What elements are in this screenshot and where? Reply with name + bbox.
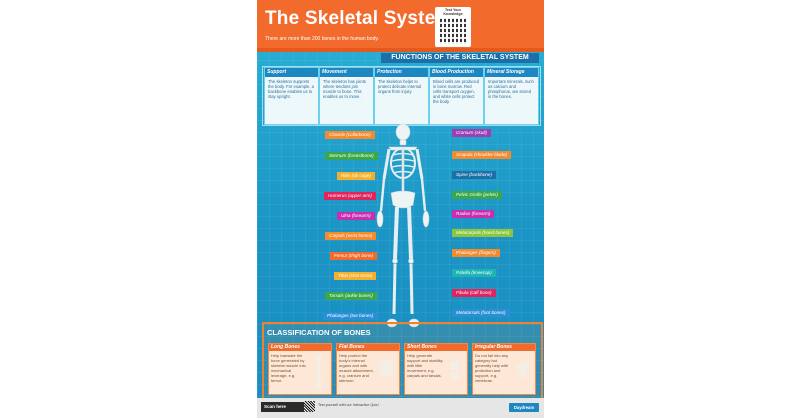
long-bone-icon: [316, 355, 322, 389]
header-stripe: [257, 48, 544, 52]
poster: The Skeletal System There are more than …: [257, 0, 544, 418]
header: The Skeletal System There are more than …: [257, 0, 544, 48]
bone-label: Clavicle (collarbone): [325, 131, 375, 139]
classification-card-text: Help translate the force generated by sk…: [271, 353, 306, 383]
classification-card: Flat Bones Help protect the body's inter…: [336, 343, 400, 395]
function-card: Support The skeleton supports the body. …: [264, 67, 319, 125]
short-bone-icon: [450, 362, 459, 379]
irregular-bone-icon: [517, 362, 529, 380]
functions-title: FUNCTIONS OF THE SKELETAL SYSTEM: [381, 53, 539, 63]
function-card: Blood Production Blood cells are produce…: [429, 67, 484, 125]
classification-card-title: Long Bones: [269, 344, 331, 351]
bone-label: Tarsals (ankle bones): [325, 292, 377, 300]
footer: Scan here Test yourself with our Interac…: [257, 398, 544, 418]
bone-label: Radius (forearm): [452, 210, 495, 218]
poster-subtitle: There are more than 200 bones in the hum…: [265, 36, 379, 42]
bone-label: Carpals (wrist bones): [325, 232, 377, 240]
bone-label: Humerus (upper arm): [324, 192, 376, 200]
function-text: The skeleton helps to protect delicate i…: [378, 79, 422, 94]
poster-title: The Skeletal System: [265, 8, 453, 29]
bone-label: Patella (kneecap): [452, 269, 496, 277]
classification-card-text: Help protect the body's internal organs …: [339, 353, 374, 383]
bone-label: Fibula (calf bone): [452, 289, 496, 297]
bone-label: Phalanges (toe bones): [323, 312, 378, 320]
function-text: Important minerals, such as calcium and …: [488, 79, 534, 99]
classification-title: CLASSIFICATION OF BONES: [267, 328, 371, 337]
classification-card: Irregular Bones Do not fall into any cat…: [472, 343, 536, 395]
bone-label: Pelvic Girdle (pelvis): [452, 191, 502, 199]
function-title: Mineral Storage: [485, 68, 538, 77]
bone-label: Ulna (forearm): [337, 212, 375, 220]
classification-card-title: Irregular Bones: [473, 344, 535, 351]
classification-card-text: Do not fall into any category but genera…: [475, 353, 509, 383]
qr-code-pattern: [440, 18, 466, 44]
qr-label: Test Your Knowledge: [443, 8, 463, 16]
scan-here-button[interactable]: Scan here: [261, 402, 304, 412]
classification-card-title: Short Bones: [405, 344, 467, 351]
classification-card: Long Bones Help translate the force gene…: [268, 343, 332, 395]
classification-card-title: Flat Bones: [337, 344, 399, 351]
function-text: Blood cells are produced in bone marrow.…: [433, 79, 480, 104]
bone-label: Phalanges (fingers): [452, 249, 500, 257]
function-card: Mineral Storage Important minerals, such…: [484, 67, 539, 125]
function-card: Protection The skeleton helps to protect…: [374, 67, 429, 125]
bone-label: Ribs (rib cage): [337, 172, 375, 180]
skeleton-illustration: [376, 123, 430, 328]
function-title: Protection: [375, 68, 428, 77]
functions-row: Support The skeleton supports the body. …: [262, 66, 541, 126]
qr-code-box[interactable]: Test Your Knowledge: [435, 7, 471, 47]
classification-card-text: Help generate support and stability with…: [407, 353, 443, 378]
function-text: The skeleton supports the body. For exam…: [268, 79, 315, 99]
classification-panel: CLASSIFICATION OF BONES Long Bones Help …: [262, 322, 543, 400]
bone-label: Spine (backbone): [452, 171, 497, 179]
bone-label: Scapula (shoulder blade): [452, 151, 512, 159]
brand-logo: Daydream: [509, 403, 539, 412]
function-text: The skeleton has joints where tendons jo…: [323, 79, 366, 99]
footer-qr-icon[interactable]: [304, 401, 315, 412]
bone-label: Femur (thigh bone): [330, 252, 378, 260]
footer-quiz-text: Test yourself with our Interactive Quiz!: [318, 403, 379, 407]
function-title: Support: [265, 68, 318, 77]
flat-bone-icon: [380, 359, 394, 377]
bone-label: Metacarpals (hand bones): [452, 229, 514, 237]
function-title: Movement: [320, 68, 373, 77]
function-title: Blood Production: [430, 68, 483, 77]
bone-label: Metatarsals (foot bones): [452, 309, 510, 317]
skeleton-diagram: Clavicle (collarbone) Sternum (breastbon…: [277, 123, 527, 335]
bone-label: Tibia (shin bone): [334, 272, 377, 280]
bone-label: Cranium (skull): [452, 129, 491, 137]
function-card: Movement The skeleton has joints where t…: [319, 67, 374, 125]
classification-card: Short Bones Help generate support and st…: [404, 343, 468, 395]
bone-label: Sternum (breastbone): [325, 152, 378, 160]
